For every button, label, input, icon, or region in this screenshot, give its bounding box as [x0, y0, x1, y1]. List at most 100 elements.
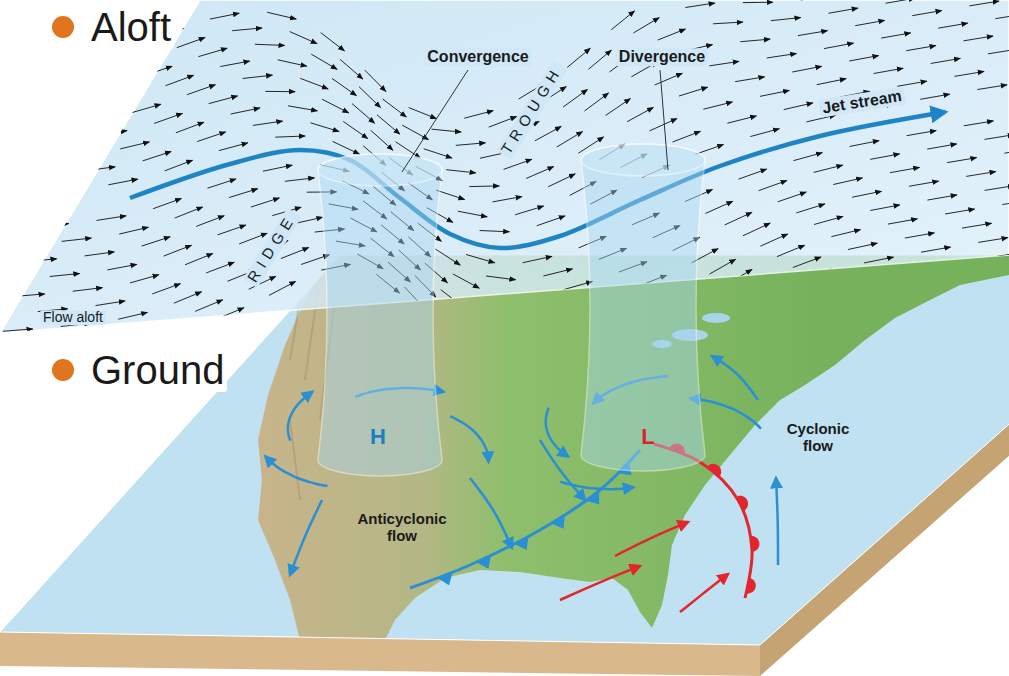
flow-arrow	[808, 270, 837, 279]
flow-arrow	[962, 223, 992, 228]
cold-front-symbol	[438, 572, 453, 585]
section-heading: Aloft	[88, 5, 174, 49]
flow-arrow	[29, 89, 59, 92]
flow-arrow	[526, 309, 556, 312]
flow-label: Anticyclonic flow	[357, 511, 446, 544]
flow-arrow	[537, 216, 565, 226]
flow-arrow	[493, 197, 522, 202]
section-heading: Ground	[88, 348, 227, 392]
flow-arrow	[673, 131, 701, 142]
flow-arrow	[177, 37, 205, 47]
flow-arrow	[486, 276, 516, 280]
flow-arrow	[472, 341, 498, 356]
flow-arrow	[174, 292, 202, 303]
flow-arrow	[708, 320, 733, 337]
flow-arrow	[216, 308, 244, 319]
flow-arrow	[265, 91, 295, 92]
flow-arrow	[870, 205, 899, 211]
flow-arrow	[15, 294, 45, 296]
flow-arrow	[119, 227, 148, 234]
flow-arrow	[771, 18, 801, 21]
flow-arrow	[132, 104, 161, 112]
flow-arrow	[650, 118, 677, 130]
flow-arrow	[849, 56, 879, 61]
flow-arrow	[784, 103, 813, 110]
flow-arrow	[988, 49, 1009, 54]
flow-arrow	[40, 139, 70, 142]
anticyclonic-arrow	[288, 392, 313, 441]
flow-arrow	[742, 280, 768, 295]
label-anchor: Cyclonic flow	[787, 421, 850, 454]
flow-arrow	[760, 234, 787, 246]
flow-arrow	[564, 281, 593, 289]
flow-arrow	[278, 60, 307, 66]
flow-arrow	[679, 87, 708, 96]
leader-line	[660, 70, 668, 170]
flow-arrow	[435, 249, 460, 265]
flow-arrow	[0, 229, 11, 231]
flow-arrow	[371, 130, 393, 150]
flow-arrow	[109, 94, 138, 100]
flow-arrow	[464, 111, 493, 119]
flow-arrow	[95, 301, 125, 306]
flow-arrow	[0, 93, 1, 95]
flow-arrow	[505, 390, 534, 397]
flow-arrow	[504, 159, 532, 169]
flow-arrow	[321, 33, 345, 51]
flow-arrow	[441, 290, 465, 308]
flow-arrow	[726, 269, 752, 284]
flow-arrow	[436, 190, 464, 199]
flow-arrow	[0, 59, 13, 61]
flow-arrow	[796, 204, 825, 213]
flow-callout: Convergence	[424, 48, 531, 66]
air-column	[318, 154, 442, 476]
flow-arrow	[526, 362, 556, 364]
flow-arrow	[219, 143, 248, 151]
flow-arrow	[6, 74, 36, 76]
flow-arrow	[152, 284, 180, 294]
flow-arrow	[86, 167, 116, 171]
label-anchor: Convergence	[424, 48, 531, 66]
warm-front-symbol	[746, 578, 756, 594]
fronts	[410, 443, 759, 598]
flow-arrow	[814, 216, 843, 224]
flow-arrow	[588, 50, 611, 69]
flow-arrow	[143, 152, 171, 161]
anticyclonic-arrow	[290, 500, 322, 575]
flow-arrow	[311, 54, 337, 69]
flow-arrow	[543, 269, 572, 276]
flow-arrow	[557, 131, 583, 146]
flow-arrow	[253, 121, 283, 125]
cold-front-symbol	[476, 555, 491, 568]
flow-arrow	[458, 211, 487, 217]
flow-arrow	[456, 143, 486, 146]
flow-arrow	[824, 43, 853, 48]
cyclonic-arrow	[546, 408, 568, 457]
flow-arrow	[890, 167, 920, 172]
flow-arrow	[120, 142, 149, 149]
cold-front-symbol	[514, 537, 528, 550]
flow-arrow	[703, 102, 732, 109]
flow-arrow	[269, 281, 296, 295]
flow-arrow	[831, 230, 860, 237]
flow-arrow	[506, 294, 536, 296]
flow-arrow	[166, 75, 194, 85]
flow-arrow	[0, 279, 22, 281]
flow-arrow	[740, 39, 770, 42]
flow-arrow	[17, 124, 47, 126]
flow-arrow	[713, 22, 743, 24]
flow-arrow	[196, 216, 224, 227]
flow-arrow	[340, 59, 363, 79]
flow-arrow	[927, 195, 957, 200]
flow-arrow	[243, 75, 273, 78]
flow-arrow	[85, 252, 115, 256]
plane-label: Flow aloft	[40, 310, 106, 325]
flow-arrow	[738, 169, 766, 179]
flow-arrow	[3, 329, 33, 331]
flow-arrow	[750, 129, 779, 137]
flow-arrow	[50, 273, 80, 276]
column-top	[581, 144, 705, 176]
wind-arrow	[540, 440, 585, 500]
flow-arrow	[488, 366, 516, 377]
